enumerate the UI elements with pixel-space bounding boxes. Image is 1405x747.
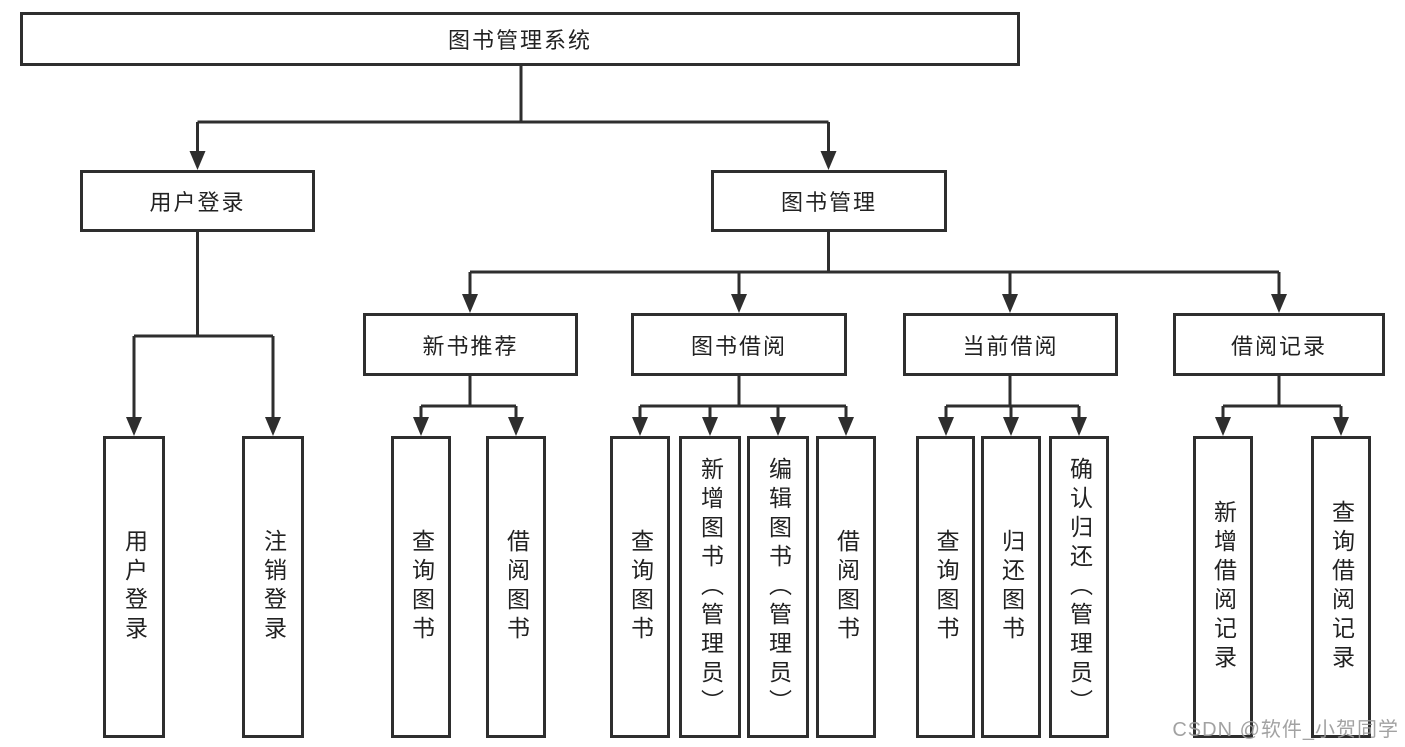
- watermark: CSDN @软件_小贺同学: [1172, 719, 1399, 741]
- arrowhead-icon: [265, 417, 281, 436]
- leaf-query-books-borrow: 查询图书: [610, 436, 670, 738]
- arrowhead-icon: [1215, 417, 1231, 436]
- arrowhead-icon: [1071, 417, 1087, 436]
- arrowhead-icon: [731, 294, 747, 313]
- arrowhead-icon: [126, 417, 142, 436]
- node-new-book-recommendation: 新书推荐: [363, 313, 578, 376]
- leaf-user-login: 用户登录: [103, 436, 165, 738]
- arrowhead-icon: [820, 151, 837, 170]
- arrowhead-icon: [938, 417, 954, 436]
- arrowhead-icon: [838, 417, 854, 436]
- connector-book-management-to-level3: [462, 232, 1287, 313]
- connector-book-borrow-to-leaves: [632, 376, 854, 436]
- leaf-confirm-return-admin: 确认归还（管理员）: [1049, 436, 1109, 738]
- arrowhead-icon: [702, 417, 718, 436]
- arrowhead-icon: [508, 417, 524, 436]
- connector-root-to-level2: [189, 66, 837, 170]
- connector-user-login-to-leaves: [126, 232, 281, 436]
- node-library-management-system: 图书管理系统: [20, 12, 1020, 66]
- arrowhead-icon: [413, 417, 429, 436]
- leaf-query-borrow-record: 查询借阅记录: [1311, 436, 1371, 738]
- leaf-borrow-books: 借阅图书: [816, 436, 876, 738]
- connector-borrow-records-to-leaves: [1215, 376, 1349, 436]
- node-current-borrowing: 当前借阅: [903, 313, 1118, 376]
- leaf-add-borrow-record: 新增借阅记录: [1193, 436, 1253, 738]
- arrowhead-icon: [1271, 294, 1287, 313]
- arrowhead-icon: [462, 294, 478, 313]
- arrowhead-icon: [1002, 294, 1018, 313]
- node-borrowing-records: 借阅记录: [1173, 313, 1385, 376]
- node-book-management: 图书管理: [711, 170, 947, 232]
- connector-new-book-to-leaves: [413, 376, 524, 436]
- arrowhead-icon: [632, 417, 648, 436]
- leaf-edit-book-admin: 编辑图书（管理员）: [747, 436, 809, 738]
- leaf-query-books-recommend: 查询图书: [391, 436, 451, 738]
- leaf-add-book-admin: 新增图书（管理员）: [679, 436, 741, 738]
- leaf-return-books: 归还图书: [981, 436, 1041, 738]
- arrowhead-icon: [189, 151, 206, 170]
- node-user-login: 用户登录: [80, 170, 315, 232]
- leaf-borrow-books-recommend: 借阅图书: [486, 436, 546, 738]
- connector-current-borrow-to-leaves: [938, 376, 1087, 436]
- node-book-borrowing: 图书借阅: [631, 313, 847, 376]
- arrowhead-icon: [1003, 417, 1019, 436]
- arrowhead-icon: [770, 417, 786, 436]
- leaf-logout: 注销登录: [242, 436, 304, 738]
- leaf-query-books-current: 查询图书: [916, 436, 975, 738]
- arrowhead-icon: [1333, 417, 1349, 436]
